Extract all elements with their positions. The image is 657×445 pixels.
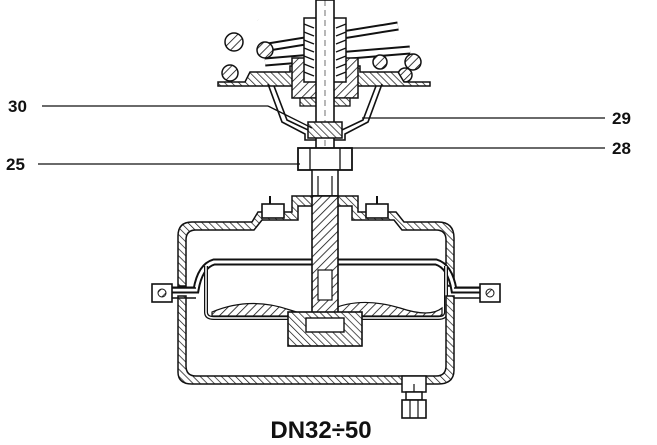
diaphragm-housing (151, 195, 501, 419)
callout-30-label: 30 (8, 97, 27, 116)
flange-bolt-left (151, 283, 196, 303)
stem-coupling (297, 121, 353, 197)
callout-29-label: 29 (612, 109, 631, 128)
top-bolts (261, 196, 389, 219)
coupling-hex-nut (297, 147, 353, 171)
callout-29: 29 (362, 109, 631, 128)
callout-25: 25 (6, 155, 300, 174)
callout-25-label: 25 (6, 155, 25, 174)
air-connection-fitting (401, 375, 427, 419)
coupling-lock-nut (307, 121, 343, 139)
callout-28: 28 (344, 139, 631, 158)
drawing-caption: DN32÷50 (270, 417, 371, 444)
spring-yoke-assembly (217, 0, 431, 171)
flange-bolt-right (454, 283, 501, 303)
actuator-stem-lower (311, 195, 339, 323)
callout-28-label: 28 (612, 139, 631, 158)
lower-casing (177, 295, 455, 385)
callout-30: 30 (8, 97, 313, 129)
callouts: 30 29 25 28 (6, 97, 631, 174)
